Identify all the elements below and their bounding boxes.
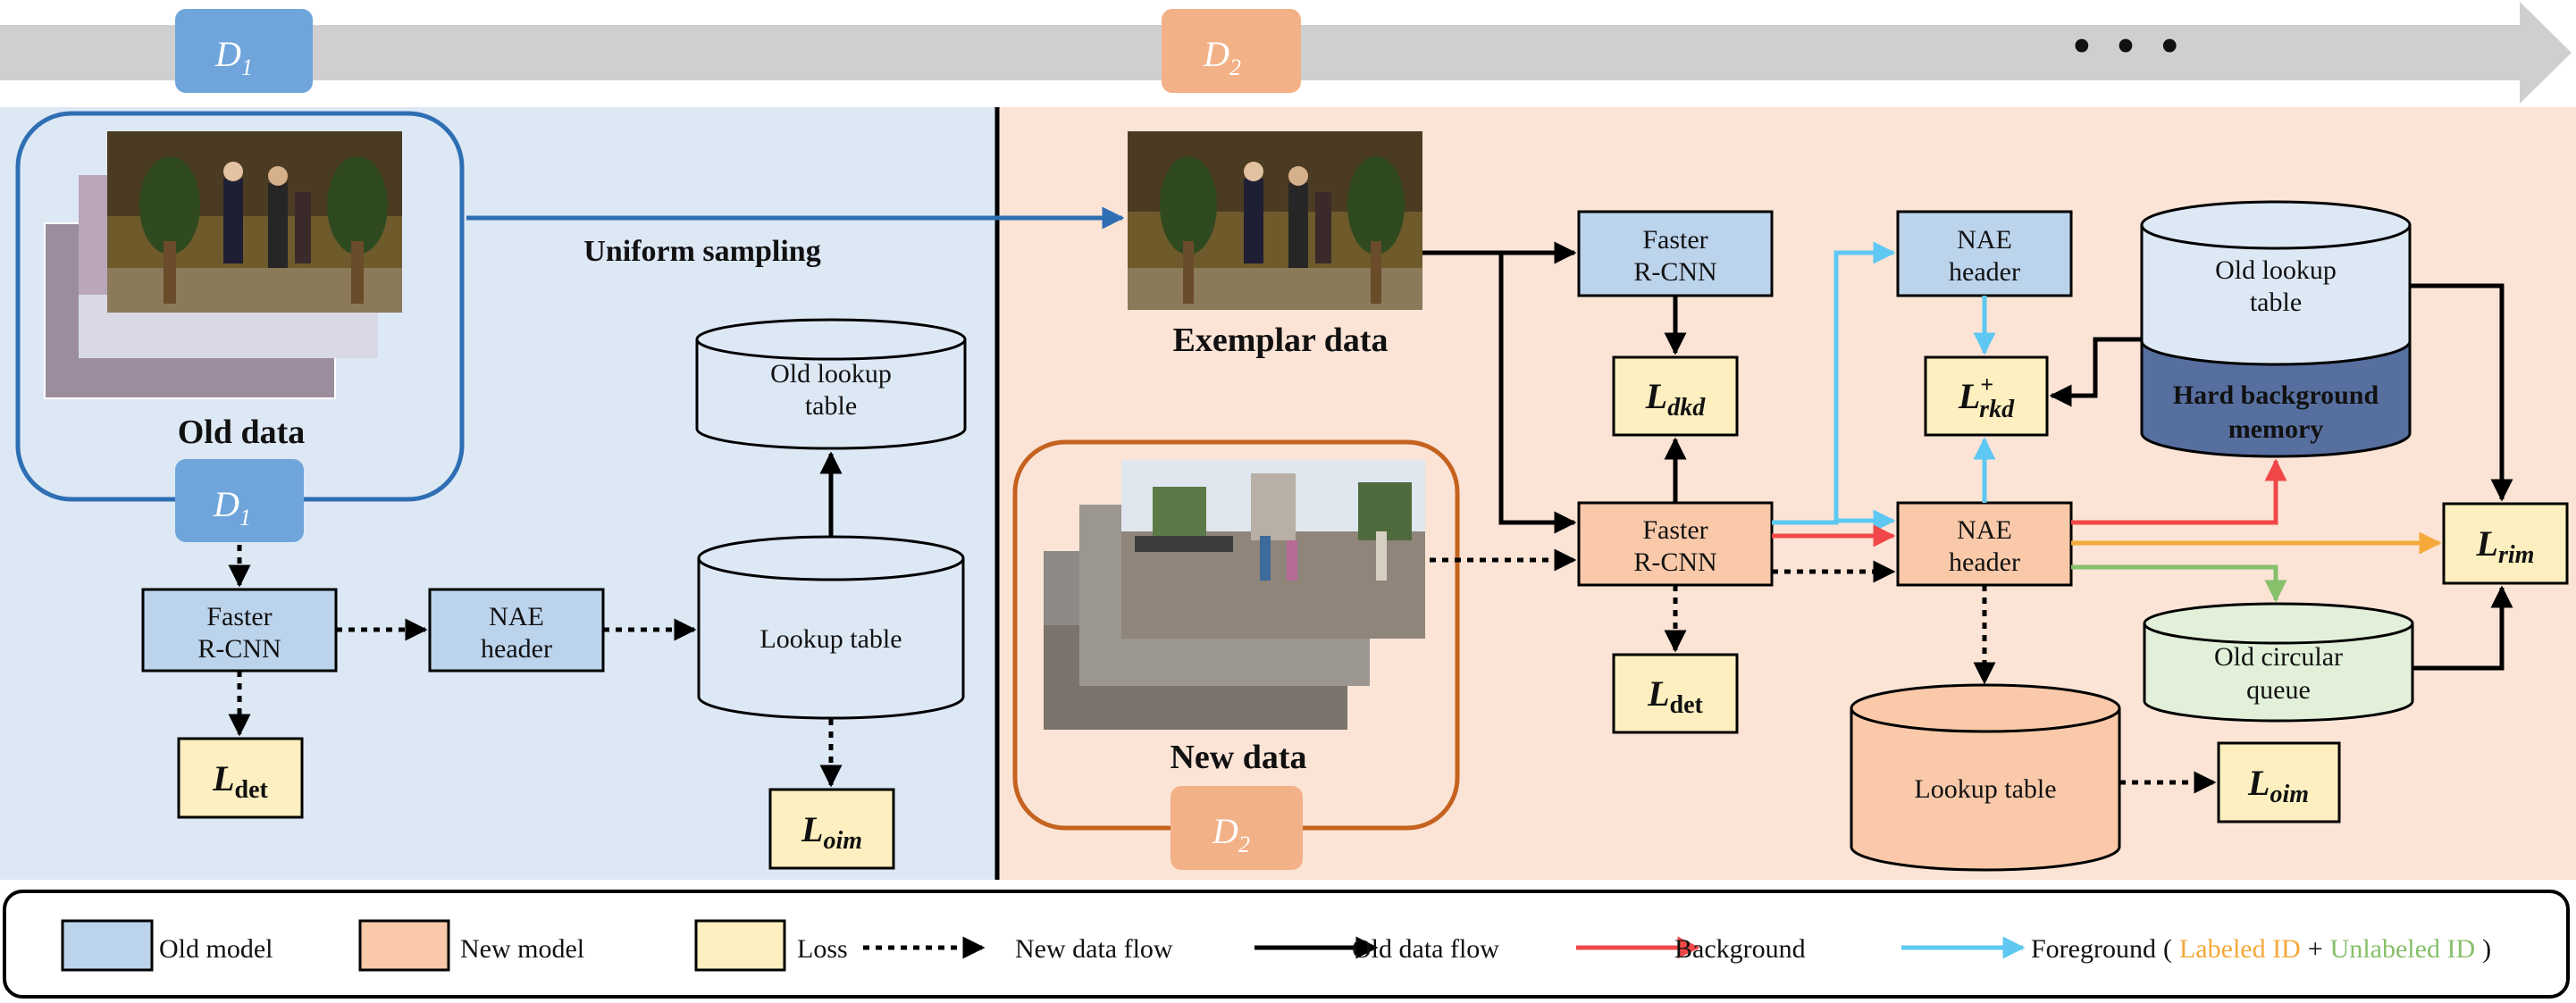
old-phase-old-lookup-table-cylinder: Old lookup table [695, 318, 967, 450]
legend-foreground: Foreground(Labeled ID+Unlabeled ID) [1901, 934, 2491, 964]
svg-text:Faster: Faster [206, 602, 272, 631]
old-phase-lookup-table-cylinder: Lookup table [697, 535, 965, 720]
svg-text:Hard background: Hard background [2173, 380, 2379, 410]
svg-text:D2: D2 [1203, 34, 1241, 80]
new-data-label: New data [1170, 739, 1306, 776]
new-phase-old-circular-queue-cylinder: Old circular queue [2143, 602, 2414, 723]
svg-text:R-CNN: R-CNN [197, 634, 281, 664]
old-phase-faster-rcnn-box: Faster R-CNN [141, 588, 338, 673]
legend-new-data-flow: New data flow [863, 934, 1173, 964]
svg-text:NAE: NAE [489, 602, 544, 631]
new-phase-hard-background-memory: Hard background memory [2173, 380, 2379, 444]
svg-text:queue: queue [2246, 675, 2311, 705]
svg-text:Faster: Faster [1642, 515, 1708, 545]
background-flow-arrows [1772, 458, 2287, 547]
svg-text:table: table [2250, 288, 2302, 317]
svg-text:D2: D2 [1212, 811, 1250, 857]
svg-text:Background: Background [1674, 934, 1806, 964]
svg-text:NAE: NAE [1957, 225, 2012, 255]
new-data-d2-badge: D2 [1171, 786, 1303, 870]
new-phase-old-nae-header-box: NAE header [1896, 210, 2073, 297]
legend-box [3, 890, 2570, 999]
old-phase-loss-det: Ldet [177, 737, 304, 819]
new-phase-new-faster-rcnn-box: Faster R-CNN [1577, 501, 1774, 587]
new-phase-black-flow-arrows [1422, 241, 2513, 671]
svg-text:D1: D1 [213, 484, 251, 531]
old-phase-nae-header-box: NAE header [428, 588, 605, 673]
old-phase-loss-oim: Loim [768, 788, 895, 870]
timeline-d1-badge: D1 [175, 9, 313, 93]
new-phase-loss-rim: Lrim [2442, 502, 2569, 585]
new-phase-dashed-flow-arrows [1430, 548, 2217, 794]
svg-text:header: header [1949, 547, 2020, 577]
uniform-sampling-label: Uniform sampling [583, 235, 820, 268]
svg-text:Ldkd: Ldkd [1645, 376, 1706, 422]
old-data-d1-badge: D1 [175, 459, 304, 542]
new-phase-lookup-table-cylinder: Lookup table [1850, 683, 2121, 872]
legend-new-model: New model [358, 919, 584, 972]
foreground-flow-arrows [1772, 241, 1996, 532]
legend-loss: Loss [694, 919, 848, 972]
svg-text:header: header [1949, 257, 2020, 287]
new-phase-old-faster-rcnn-box: Faster R-CNN [1577, 210, 1774, 297]
svg-text:D1: D1 [214, 34, 253, 80]
svg-text:Ldet: Ldet [1647, 673, 1703, 719]
svg-text:Lrim: Lrim [2476, 523, 2535, 569]
new-phase-loss-oim: Loim [2217, 741, 2341, 823]
svg-text:table: table [805, 391, 857, 421]
new-phase-new-nae-header-box: NAE header [1896, 501, 2073, 587]
svg-text:Faster: Faster [1642, 225, 1708, 255]
timeline-d2-badge: D2 [1162, 9, 1301, 93]
svg-text:NAE: NAE [1957, 515, 2012, 545]
svg-text:Old data flow: Old data flow [1352, 934, 1499, 964]
svg-text:Foreground(Labeled ID+Unlabele: Foreground(Labeled ID+Unlabeled ID) [2031, 934, 2491, 964]
old-data-group: Old data [15, 111, 465, 502]
new-phase-loss-rkd: L+rkd [1924, 355, 2049, 437]
svg-text:Ldet: Ldet [212, 758, 268, 804]
svg-text:New model: New model [460, 934, 584, 964]
legend-old-model: Old model [61, 919, 273, 972]
svg-text:New data flow: New data flow [1015, 934, 1173, 964]
svg-text:Old circular: Old circular [2214, 642, 2343, 672]
svg-text:memory: memory [2228, 414, 2324, 444]
exemplar-data-photo [1128, 131, 1422, 310]
new-data-photo-front [1121, 460, 1425, 639]
svg-text:Old model: Old model [159, 934, 273, 964]
legend-background: Background [1576, 934, 1806, 964]
unlabeled-id-flow-arrow [2071, 564, 2287, 603]
old-data-photo-front [107, 131, 402, 313]
svg-text:R-CNN: R-CNN [1633, 547, 1716, 577]
svg-text:L+rkd: L+rkd [1958, 372, 2015, 423]
svg-text:R-CNN: R-CNN [1633, 257, 1716, 287]
svg-text:header: header [481, 634, 552, 664]
new-data-group: New data [1012, 439, 1460, 831]
svg-text:Lookup table: Lookup table [759, 624, 902, 654]
new-phase-loss-dkd: Ldkd [1612, 355, 1739, 437]
svg-text:Old lookup: Old lookup [770, 359, 892, 389]
exemplar-data-label: Exemplar data [1172, 322, 1388, 359]
new-phase-old-lookup-table-cylinder: Old lookup table [2140, 200, 2412, 458]
old-data-label: Old data [178, 414, 306, 451]
svg-text:Loim: Loim [801, 809, 862, 855]
timeline-ellipsis: • • • [2072, 16, 2185, 77]
svg-text:Lookup table: Lookup table [1914, 774, 2056, 804]
old-phase-flow-arrows [228, 451, 843, 788]
svg-text:Loss: Loss [797, 934, 848, 964]
svg-text:Old lookup: Old lookup [2215, 255, 2337, 285]
new-phase-loss-det: Ldet [1612, 653, 1739, 734]
svg-text:Loim: Loim [2247, 763, 2309, 808]
legend-old-data-flow: Old data flow [1254, 934, 1499, 964]
